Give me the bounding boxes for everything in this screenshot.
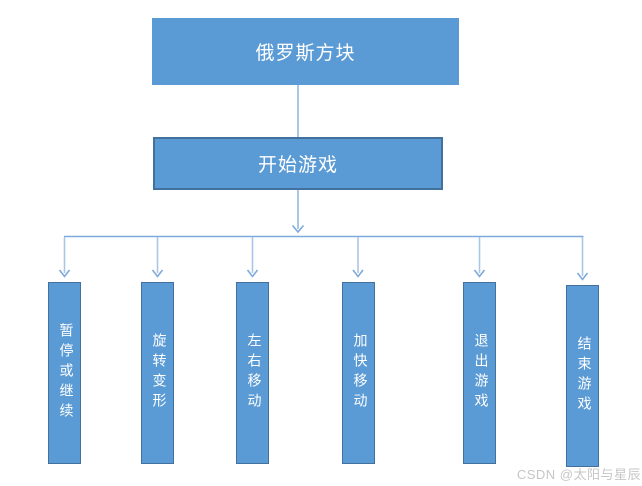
- arrowhead-branch-4: [352, 269, 364, 278]
- node-rotate-transform: 旋转变形: [141, 282, 174, 464]
- node-tetris-title-label: 俄罗斯方块: [255, 43, 356, 64]
- arrowhead-start-bus: [291, 224, 305, 234]
- csdn-watermark: CSDN @太阳与星辰: [516, 467, 641, 482]
- arrowhead-branch-3: [246, 269, 259, 278]
- arrowhead-branch-2: [151, 269, 164, 278]
- arrowhead-branch-1: [58, 269, 71, 278]
- node-exit-game: 退出游戏: [463, 282, 496, 464]
- node-start-game-label: 开始游戏: [257, 155, 338, 176]
- node-speed-up-move-label: 加快移动: [351, 333, 367, 413]
- node-exit-game-label: 退出游戏: [472, 333, 488, 413]
- node-pause-or-continue: 暂停或继续: [48, 282, 81, 464]
- node-pause-or-continue-label: 暂停或继续: [57, 323, 73, 423]
- node-move-left-right: 左右移动: [236, 282, 269, 464]
- node-speed-up-move: 加快移动: [342, 282, 375, 464]
- node-tetris-title: 俄罗斯方块: [152, 18, 459, 85]
- node-move-left-right-label: 左右移动: [245, 333, 261, 413]
- node-end-game-label: 结束游戏: [575, 336, 591, 416]
- node-rotate-transform-label: 旋转变形: [150, 333, 166, 413]
- node-start-game: 开始游戏: [153, 137, 443, 190]
- arrowhead-branch-5: [473, 269, 486, 278]
- arrowhead-branch-6: [576, 272, 589, 281]
- node-end-game: 结束游戏: [566, 285, 599, 467]
